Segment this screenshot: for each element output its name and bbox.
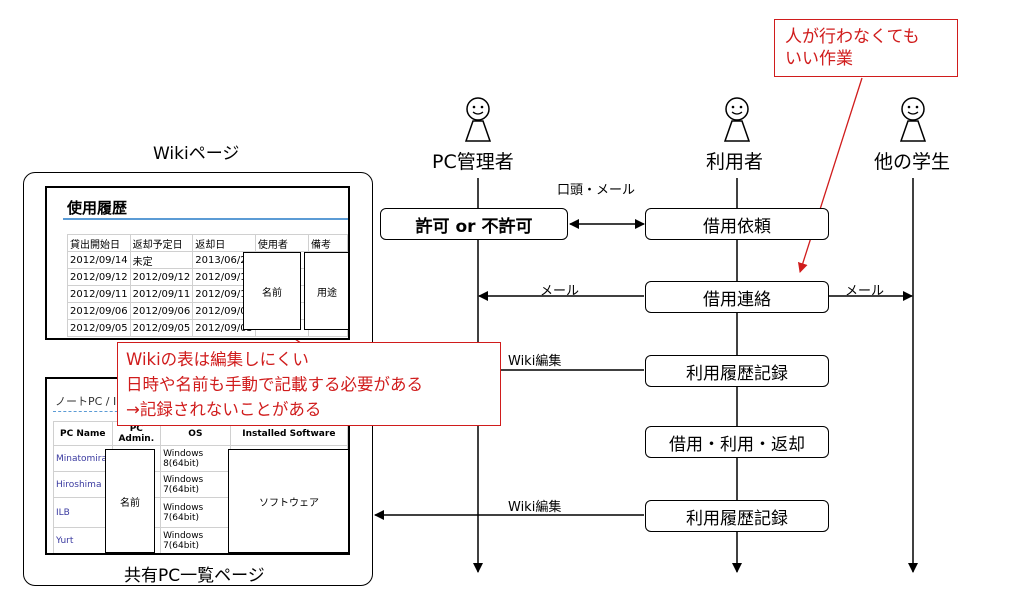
person-icon-admin [464, 97, 492, 142]
os-text: 8(64bit) [163, 458, 200, 469]
pc-name-link[interactable]: ILB [53, 497, 113, 528]
box-permit: 許可 or 不許可 [380, 208, 568, 240]
os-text: Windows [163, 530, 204, 541]
pc-software-overlay: ソフトウェア [228, 449, 348, 553]
callout-wiki-problem: Wikiの表は編集しにくい 日時や名前も手動で記載する必要がある →記録されない… [117, 342, 501, 426]
edge-label-wiki-edit-1: Wiki編集 [508, 354, 562, 369]
history-use-overlay: 用途 [304, 252, 348, 330]
actor-pc-admin: PC管理者 [432, 151, 514, 173]
callout-line: →記録されないことがある [126, 400, 322, 419]
person-icon-user [723, 97, 751, 142]
os-text: Windows [163, 502, 204, 513]
edge-label-mail-left: メール [540, 284, 580, 299]
history-heading: 使用履歴 [67, 199, 128, 217]
table-cell: 2012/09/11 [67, 285, 131, 303]
pc-admin-name-overlay: 名前 [105, 449, 155, 553]
table-cell: 未定 [129, 251, 194, 269]
os-text: 7(64bit) [163, 484, 200, 495]
table-header: 返却日 [192, 234, 256, 252]
table-header: 貸出開始日 [67, 234, 131, 252]
table-cell: 2012/09/12 [129, 268, 194, 286]
table-header-row: 貸出開始日 返却予定日 返却日 使用者 備考 [67, 234, 348, 252]
red-arrow-top [797, 77, 863, 273]
box-record-1: 利用履歴記録 [645, 355, 829, 387]
os-text: 7(64bit) [163, 540, 200, 551]
box-request: 借用依頼 [645, 208, 829, 240]
table-cell: 2012/09/05 [129, 319, 194, 337]
history-name-overlay: 名前 [243, 252, 301, 330]
pc-list-heading-rule [53, 411, 123, 412]
edge-label-wiki-edit-2: Wiki編集 [508, 500, 562, 515]
callout-line: Wikiの表は編集しにくい [126, 350, 309, 369]
table-cell: 2012/09/06 [67, 302, 131, 320]
person-icon-other-students [899, 97, 927, 142]
wiki-panel-bottom-title: 共有PC一覧ページ [124, 566, 265, 586]
table-cell: 2012/09/11 [129, 285, 194, 303]
table-cell: 2012/09/12 [67, 268, 131, 286]
table-cell: 2012/09/05 [67, 319, 131, 337]
table-header: 備考 [308, 234, 348, 252]
history-heading-rule [63, 218, 348, 220]
actor-other-students: 他の学生 [874, 151, 951, 173]
callout-line: 日時や名前も手動で記載する必要がある [126, 375, 423, 394]
table-cell: 2012/09/14 [67, 251, 131, 269]
table-header: 使用者 [254, 234, 310, 252]
wiki-panel-title: Wikiページ [153, 144, 240, 164]
os-text: Windows [163, 448, 204, 459]
pc-name-link[interactable]: Minatomirai [53, 445, 113, 472]
pc-name-link[interactable]: Hiroshima [53, 471, 113, 498]
callout-line: いい作業 [785, 49, 853, 69]
table-cell: 2012/09/06 [129, 302, 194, 320]
os-text: 7(64bit) [163, 512, 200, 523]
actor-user: 利用者 [706, 151, 764, 173]
table-header: PC Name [53, 421, 113, 446]
pc-name-link[interactable]: Yurt [53, 527, 113, 553]
pc-list-heading: ノートPC / I [55, 395, 117, 408]
callout-line: 人が行わなくても [785, 27, 920, 47]
box-borrow-use-return: 借用・利用・返却 [645, 426, 829, 458]
edge-label-verbal-mail: 口頭・メール [557, 183, 636, 198]
pc-list-screenshot: ノートPC / I PC Name PC Admin. OS Installed… [45, 377, 350, 555]
edge-label-mail-right: メール [845, 284, 885, 299]
box-record-2: 利用履歴記録 [645, 500, 829, 532]
table-header: 返却予定日 [129, 234, 194, 252]
callout-top-right: 人が行わなくても いい作業 [774, 19, 958, 77]
os-text: Windows [163, 474, 204, 485]
box-notify: 借用連絡 [645, 281, 829, 313]
